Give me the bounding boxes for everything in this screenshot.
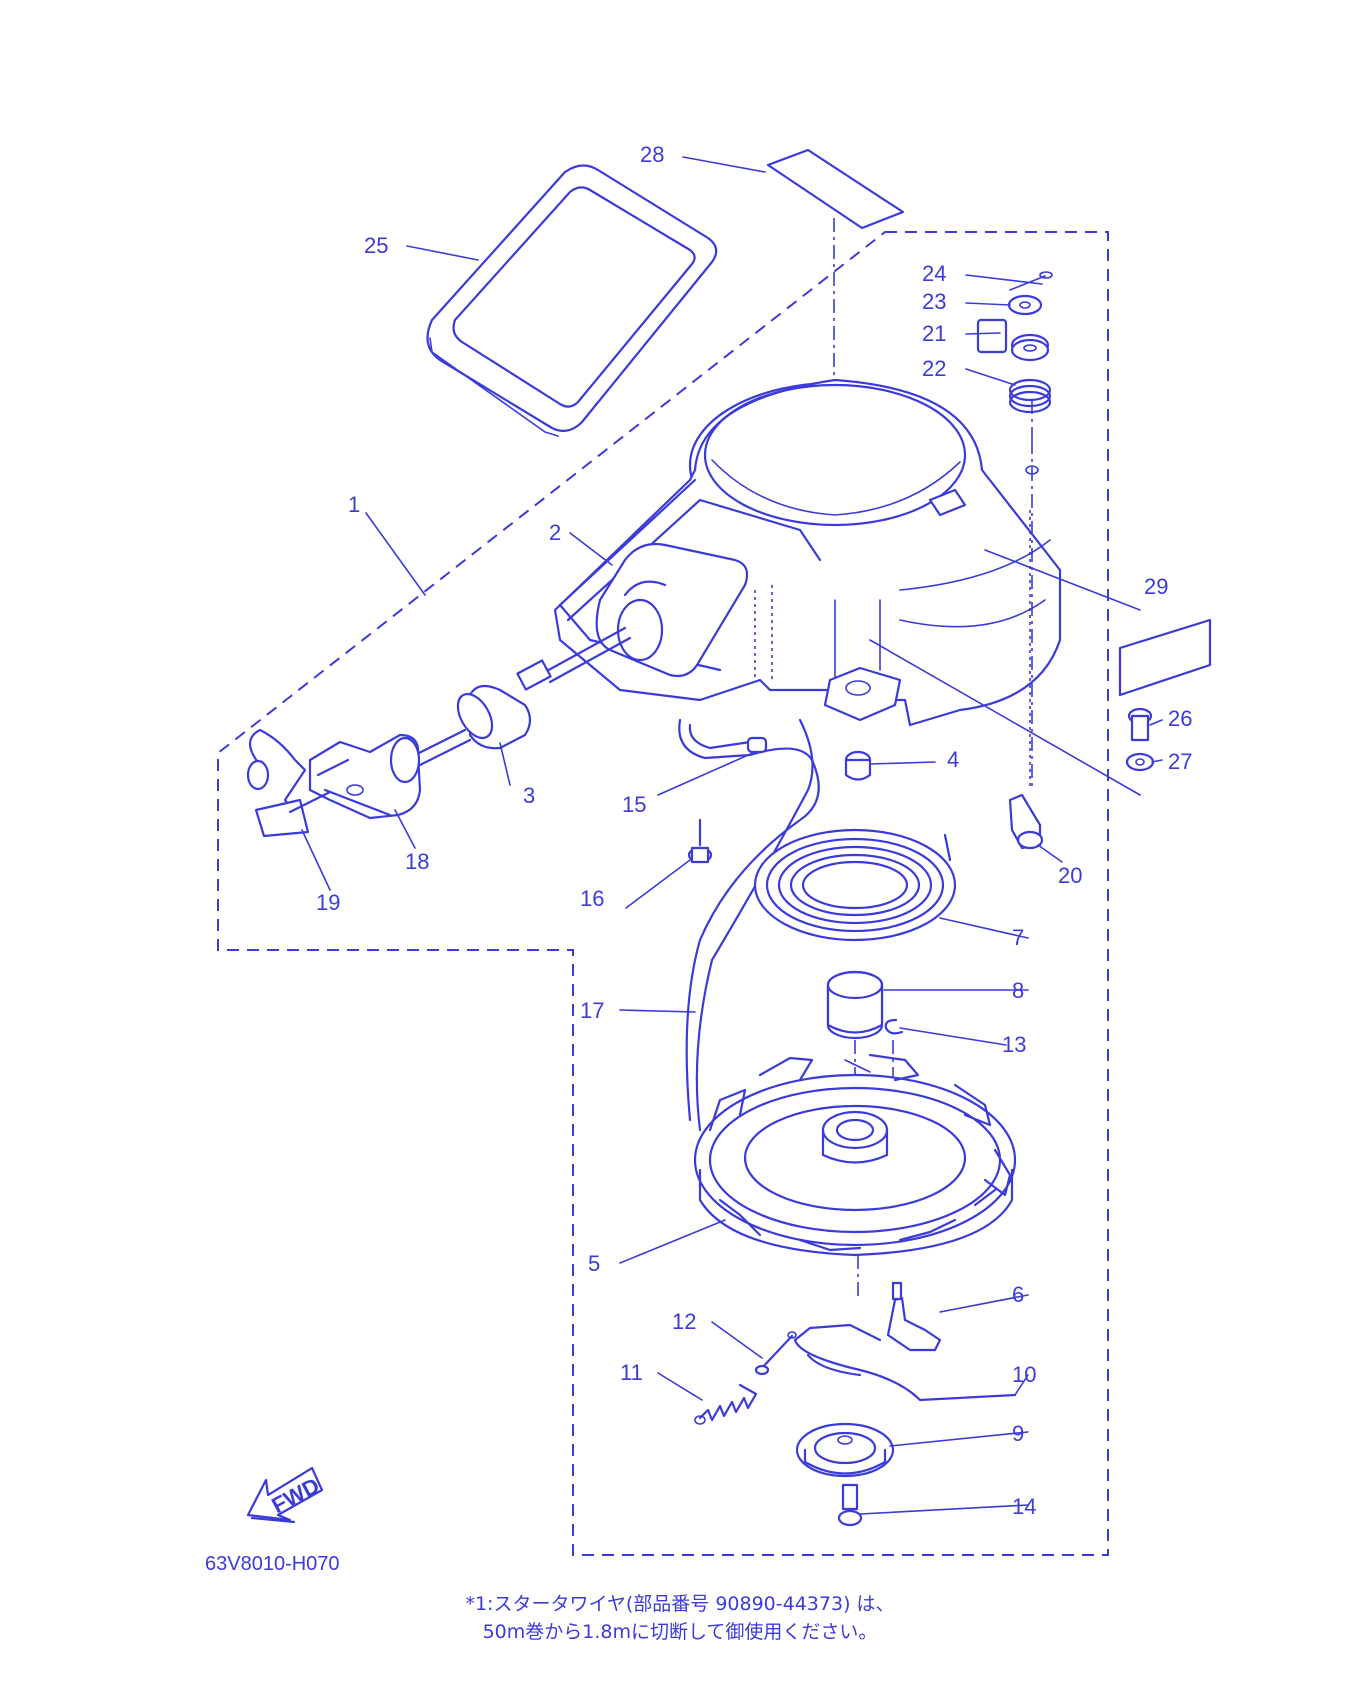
- label-8: 8: [1012, 978, 1024, 1003]
- part-11-coil-spring: [694, 1383, 758, 1425]
- part-16-bolt: [687, 818, 713, 864]
- label-24: 24: [922, 261, 946, 286]
- label-29: 29: [1144, 574, 1168, 599]
- part-13-circlip: [884, 1018, 904, 1035]
- label-18: 18: [405, 849, 429, 874]
- part-9-plate: [795, 1422, 895, 1478]
- part-10-spring-wire: [793, 1323, 1017, 1402]
- rope-guide: [595, 542, 749, 678]
- label-16: 16: [580, 886, 604, 911]
- note-line-2: 50m巻から1.8mに切断して御使用ください。: [482, 1621, 878, 1643]
- part-20-clamp: [1008, 440, 1044, 850]
- label-26: 26: [1168, 706, 1192, 731]
- part-17-starter-rope: [695, 718, 814, 1132]
- label-2: 2: [549, 520, 561, 545]
- part-26-bolt: [1127, 707, 1153, 742]
- part-27-washer: [1125, 752, 1155, 772]
- label-28: 28: [640, 142, 664, 167]
- label-6: 6: [1012, 1282, 1024, 1307]
- part-21-bracket-nut: [976, 318, 1050, 362]
- part-28-label-sticker: [766, 148, 905, 230]
- label-12: 12: [672, 1309, 696, 1334]
- fwd-arrow-icon: FWD: [246, 1466, 324, 1524]
- label-3: 3: [523, 783, 535, 808]
- part-29-label: [1118, 618, 1212, 697]
- part-3-rope-grommet: [403, 626, 632, 772]
- part-14-bolt: [837, 1483, 863, 1527]
- label-4: 4: [947, 747, 959, 772]
- label-21: 21: [922, 321, 946, 346]
- label-9: 9: [1012, 1421, 1024, 1446]
- label-20: 20: [1058, 863, 1082, 888]
- label-25: 25: [364, 233, 388, 258]
- label-5: 5: [588, 1251, 600, 1276]
- part-19-rope-clip: [246, 728, 332, 838]
- part-5-reel-drum: [693, 1053, 1017, 1257]
- label-27: 27: [1168, 749, 1192, 774]
- part-12-pin: [754, 1331, 797, 1376]
- label-15: 15: [622, 792, 646, 817]
- part-18-starter-handle: [308, 733, 422, 820]
- drawing-code: 63V8010-H070: [205, 1553, 340, 1575]
- label-23: 23: [922, 289, 946, 314]
- leader-lines: [301, 156, 1163, 1515]
- part-25-seal: [426, 164, 718, 437]
- part-labels: 28 25 24 23 21 22 1 2 29 26 27 4 3 15 18…: [316, 142, 1192, 1519]
- part-22-spring: [1008, 378, 1052, 414]
- label-1: 1: [348, 492, 360, 517]
- label-11: 11: [620, 1360, 643, 1385]
- label-22: 22: [922, 356, 946, 381]
- label-14: 14: [1012, 1494, 1036, 1519]
- assembly-boundary: [217, 231, 1109, 1556]
- label-7: 7: [1012, 925, 1024, 950]
- part-23-washer: [1007, 294, 1043, 316]
- label-17: 17: [580, 998, 604, 1023]
- part-7-spiral-spring: [753, 828, 957, 942]
- part-15-hose: [678, 718, 820, 1122]
- label-10: 10: [1012, 1362, 1036, 1387]
- note-line-1: *1:スタータワイヤ(部品番号 90890-44373) は、: [465, 1593, 895, 1615]
- label-19: 19: [316, 890, 340, 915]
- part-24-pin: [1039, 271, 1053, 279]
- label-13: 13: [1002, 1032, 1026, 1057]
- part-6-pawl: [857, 1255, 942, 1352]
- part-4-bushing: [844, 750, 872, 781]
- part-8-collar: [826, 970, 884, 1040]
